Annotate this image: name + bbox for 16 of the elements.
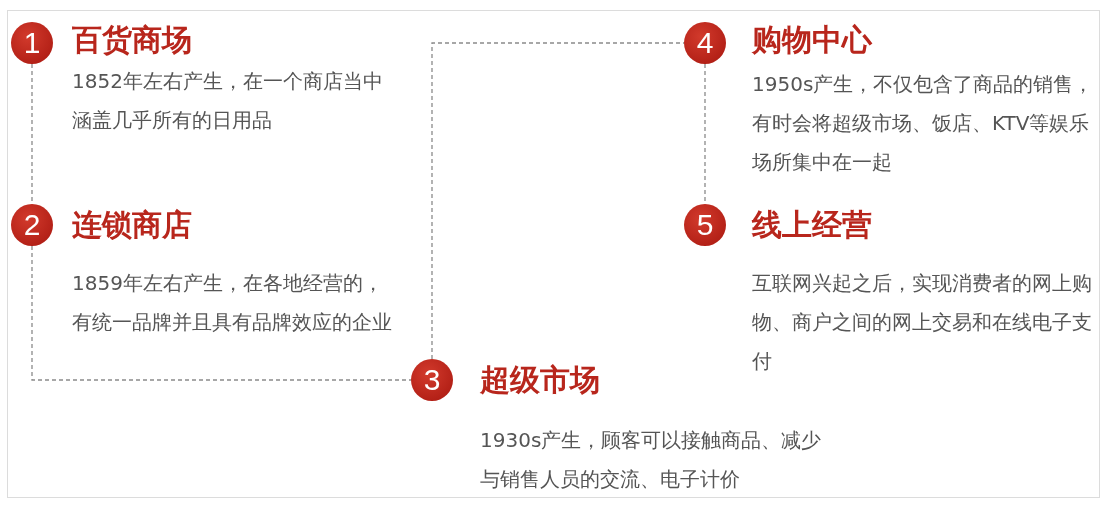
step-title: 购物中心: [752, 22, 872, 58]
step-number-circle: 1: [11, 22, 53, 64]
step-number-circle: 2: [11, 204, 53, 246]
step-description: 1859年左右产生，在各地经营的，有统一品牌并且具有品牌效应的企业: [72, 270, 393, 336]
step-description: 1950s产生，不仅包含了商品的销售，有时会将超级市场、饭店、KTV等娱乐场所集中在一起: [752, 71, 1095, 176]
step-title: 百货商场: [72, 22, 192, 58]
step-number-circle: 3: [411, 359, 453, 401]
step-description: 1930s产生，顾客可以接触商品、减少与销售人员的交流、电子计价: [480, 427, 823, 493]
step-title: 连锁商店: [72, 207, 192, 243]
step-number-circle: 5: [684, 204, 726, 246]
step-title: 超级市场: [480, 362, 600, 398]
step-title: 线上经营: [752, 207, 872, 243]
dashed-connector: [31, 245, 412, 381]
step-description: 互联网兴起之后，实现消费者的网上购物、商户之间的网上交易和在线电子支付: [752, 270, 1093, 375]
step-number-circle: 4: [684, 22, 726, 64]
step-description: 1852年左右产生，在一个商店当中涵盖几乎所有的日用品: [72, 68, 384, 134]
